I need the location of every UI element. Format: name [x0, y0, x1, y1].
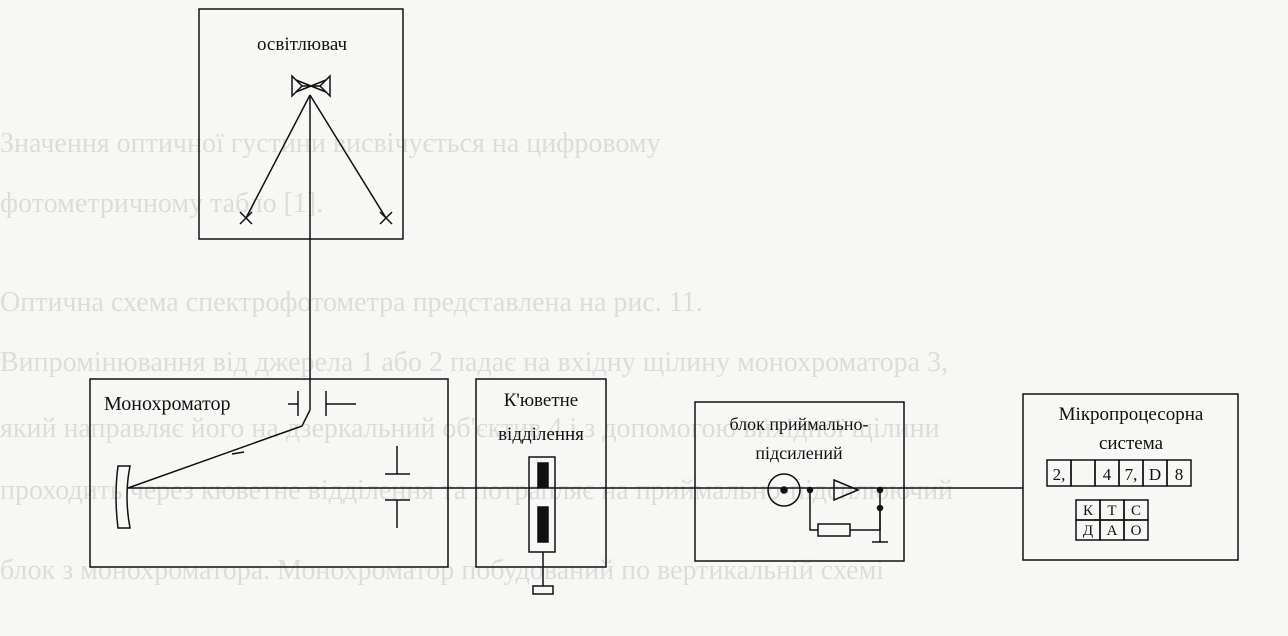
display-digit: 4	[1103, 465, 1112, 484]
concave-mirror-icon	[115, 465, 131, 529]
keypad-key: Д	[1083, 523, 1093, 539]
keypad-key: О	[1131, 523, 1142, 539]
diffracted-beam	[127, 425, 303, 489]
microprocessor-box	[1022, 393, 1239, 561]
receiver-label-line2: підсилений	[755, 443, 843, 463]
keypad	[1075, 499, 1149, 541]
amplifier-icon	[833, 478, 860, 502]
receiver-box	[694, 401, 905, 562]
monochromator-box	[89, 378, 449, 568]
display-digit: 2,	[1053, 465, 1066, 484]
illuminator-ray-left	[245, 94, 311, 219]
junction-node-1	[806, 486, 814, 494]
display-digit: 8	[1175, 465, 1184, 484]
cuvette-cell-bottom	[537, 506, 549, 543]
source-mark-right	[379, 211, 393, 225]
receiver-label-line1: блок приймально-	[729, 414, 868, 434]
digital-display	[1046, 459, 1192, 487]
source-mark-left	[239, 211, 253, 225]
monochromator-label: Монохроматор	[104, 393, 230, 415]
display-digit: D	[1149, 465, 1161, 484]
cuvette-label-line1: К'юветне	[504, 390, 579, 411]
keypad-key: А	[1107, 523, 1118, 539]
illuminator-box	[198, 8, 404, 240]
photodetector-center	[780, 486, 788, 494]
cuvette-holder	[528, 456, 556, 553]
cuvette-label-line2: відділення	[498, 424, 584, 445]
display-digit: 7,	[1125, 465, 1138, 484]
mirror-segment	[301, 409, 311, 427]
lamp-icon	[291, 74, 331, 98]
cuvette-box	[475, 378, 607, 568]
illuminator-label: освітлювач	[257, 34, 348, 55]
junction-node-2	[876, 486, 884, 494]
keypad-key: Т	[1107, 503, 1116, 519]
keypad-key: К	[1083, 503, 1094, 519]
microprocessor-label-line1: Мікропроцесорна	[1059, 404, 1204, 425]
output-terminal-node	[876, 504, 884, 512]
beam-arrow-mark	[231, 451, 245, 455]
photodetector-icon	[767, 473, 801, 507]
cuvette-cell-top	[537, 462, 549, 488]
microprocessor-label-line2: система	[1099, 433, 1164, 454]
cuvette-handle	[532, 585, 554, 595]
feedback-resistor-icon	[817, 523, 851, 537]
keypad-key: С	[1131, 503, 1141, 519]
exit-slit-bottom	[385, 499, 410, 528]
illuminator-ray-right	[309, 94, 387, 219]
exit-slit-top	[385, 446, 410, 475]
